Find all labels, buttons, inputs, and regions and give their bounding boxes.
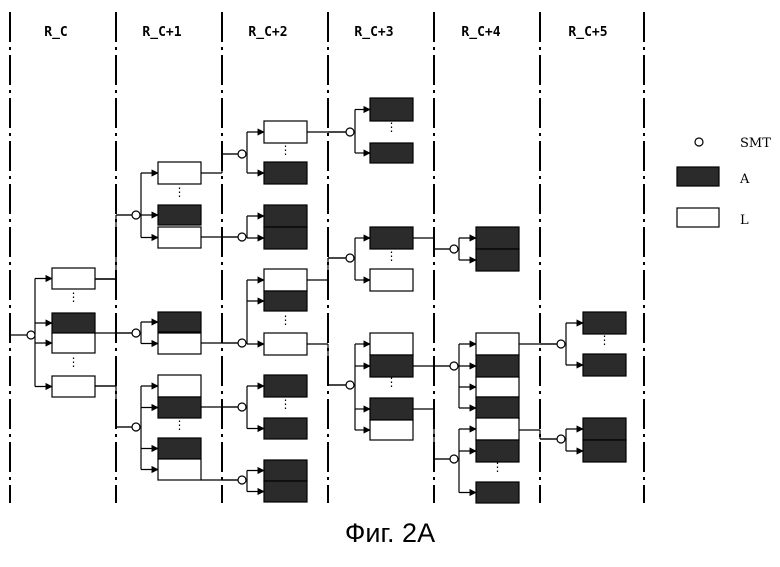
a-block [264, 418, 307, 439]
ellipsis-mark: ⋮ [599, 333, 611, 347]
l-block [264, 269, 307, 291]
smt-node [238, 403, 246, 411]
a-block [476, 249, 519, 271]
a-block [264, 460, 307, 481]
a-block [370, 143, 413, 163]
smt-node [557, 340, 565, 348]
a-block [370, 398, 413, 420]
a-block [264, 375, 307, 397]
a-block [583, 312, 626, 334]
ellipsis-mark: ⋮ [386, 249, 398, 263]
ellipsis-mark: ⋮ [386, 120, 398, 134]
a-block [583, 418, 626, 440]
smt-node [346, 381, 354, 389]
ellipsis-mark: ⋮ [492, 460, 504, 474]
a-block [370, 355, 413, 377]
ellipsis-mark: ⋮ [280, 397, 292, 411]
column-header-rc2: R_C+2 [248, 25, 287, 40]
column-dividers [10, 12, 644, 503]
l-block [264, 333, 307, 355]
l-block [476, 377, 519, 397]
legend-label-a: A [739, 172, 750, 187]
ellipsis-mark: ⋮ [280, 313, 292, 327]
figure-caption: Фиг. 2A [0, 518, 780, 549]
l-block [158, 459, 201, 480]
smt-node [346, 128, 354, 136]
column-header-rc4: R_C+4 [461, 25, 500, 40]
a-block [158, 312, 201, 332]
l-block [52, 268, 95, 289]
column-header-rc1: R_C+1 [142, 25, 181, 40]
smt-node [27, 331, 35, 339]
l-block [264, 121, 307, 143]
legend-l-block-icon [677, 208, 719, 227]
smt-node [132, 329, 140, 337]
l-block [370, 333, 413, 355]
ellipsis-mark: ⋮ [68, 355, 80, 369]
column-header-rc: R_C [44, 25, 67, 40]
smt-node [450, 455, 458, 463]
ellipsis-mark: ⋮ [280, 143, 292, 157]
l-block [52, 376, 95, 397]
l-block [52, 333, 95, 353]
smt-node [238, 339, 246, 347]
a-block [476, 440, 519, 462]
ellipsis-mark: ⋮ [386, 375, 398, 389]
a-block [370, 98, 413, 121]
l-block [158, 227, 201, 248]
a-block [370, 227, 413, 249]
a-block [476, 482, 519, 503]
l-block [158, 333, 201, 354]
legend: SMT A L [677, 136, 771, 228]
smt-node [450, 245, 458, 253]
smt-node [238, 233, 246, 241]
column-header-rc5: R_C+5 [568, 25, 607, 40]
l-block [158, 375, 201, 397]
smt-node [238, 476, 246, 484]
ellipsis-mark: ⋮ [174, 418, 186, 432]
a-block [158, 205, 201, 225]
a-block [264, 162, 307, 184]
ellipsis-mark: ⋮ [174, 185, 186, 199]
l-block [476, 418, 519, 440]
legend-label-l: L [740, 213, 749, 228]
a-block [476, 227, 519, 249]
smt-node [346, 254, 354, 262]
a-block [158, 397, 201, 418]
smt-node [450, 362, 458, 370]
legend-label-smt: SMT [740, 136, 771, 151]
a-block [264, 481, 307, 502]
a-block [583, 354, 626, 376]
l-block [370, 269, 413, 291]
smt-node [132, 211, 140, 219]
smt-node [557, 435, 565, 443]
a-block [476, 355, 519, 377]
ellipsis-mark: ⋮ [68, 290, 80, 304]
a-block [264, 227, 307, 249]
a-block [583, 440, 626, 462]
smt-node [238, 150, 246, 158]
a-block [158, 438, 201, 459]
column-headers: R_C R_C+1 R_C+2 R_C+3 R_C+4 R_C+5 [44, 25, 607, 40]
a-block [264, 205, 307, 227]
l-block [476, 333, 519, 355]
a-block [52, 313, 95, 333]
legend-smt-node-icon [695, 138, 703, 146]
l-block [158, 162, 201, 184]
smt-node [132, 423, 140, 431]
l-block [370, 420, 413, 440]
a-block [264, 291, 307, 311]
a-block [476, 397, 519, 419]
legend-a-block-icon [677, 167, 719, 186]
column-header-rc3: R_C+3 [354, 25, 393, 40]
